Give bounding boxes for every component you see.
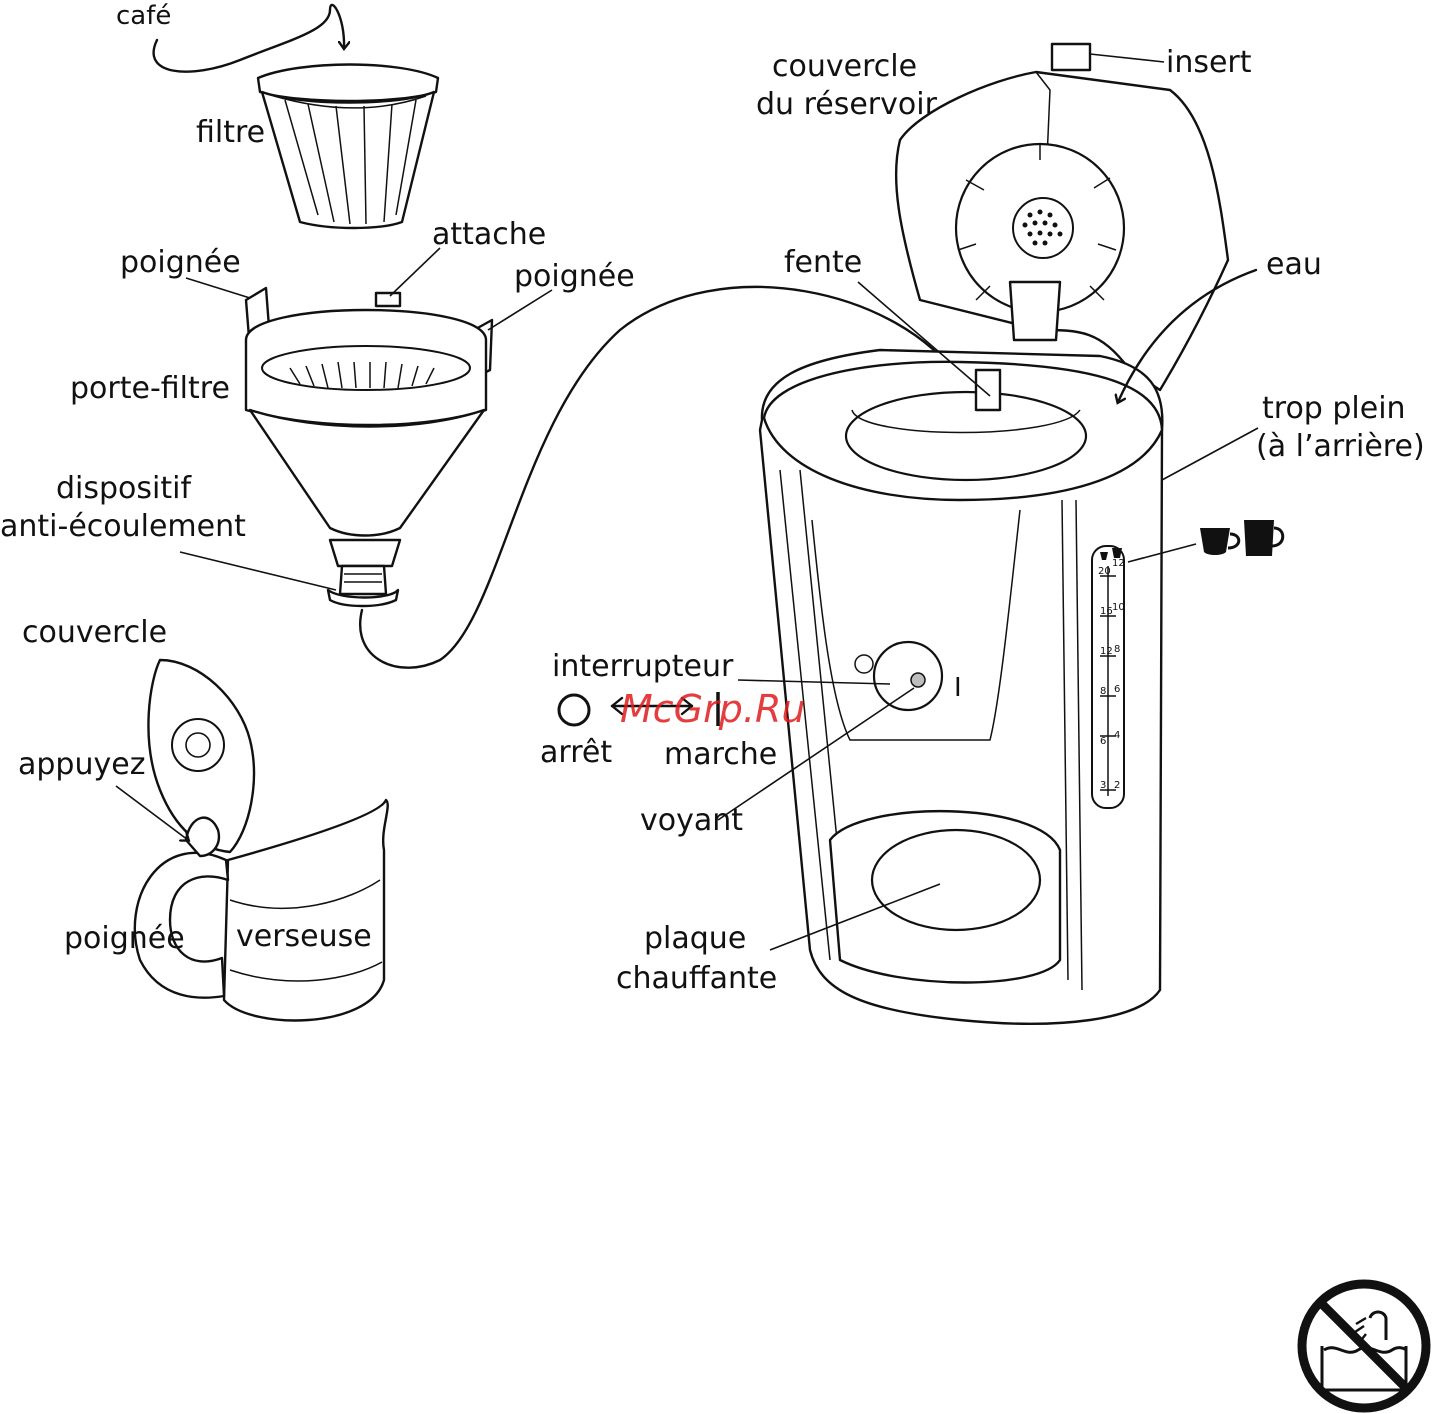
label-cafe: café [116,1,171,31]
scale-right-8: 8 [1114,644,1120,655]
carafe-illustration [135,660,388,1020]
label-couvercle-reservoir-2: du réservoir [756,87,938,122]
label-insert: insert [1166,45,1252,80]
label-trop-plein-2: (à l’arrière) [1256,429,1425,464]
label-poignee-carafe: poignée [64,921,185,956]
watermark: McGrp.Ru [620,687,805,731]
label-poignee-left: poignée [120,245,241,280]
label-trop-plein-1: trop plein [1262,391,1406,426]
label-arret: arrêt [540,735,612,770]
scale-left-16: 16 [1100,606,1113,617]
no-water-immersion-icon [1302,1284,1426,1408]
filter-illustration [258,65,438,229]
off-symbol [559,695,589,725]
label-couvercle: couvercle [22,615,167,650]
label-dispositif-2: anti-écoulement [0,509,246,544]
label-attache: attache [432,217,546,252]
coffee-maker-illustration [760,44,1228,1024]
scale-left-3: 3 [1100,780,1106,791]
label-filtre: filtre [196,115,265,150]
label-poignee-right: poignée [514,259,635,294]
cup-icon [1200,528,1239,555]
scale-right-4: 4 [1114,730,1120,741]
label-interrupteur: interrupteur [552,649,734,684]
scale-left-8: 8 [1100,686,1106,697]
label-verseuse: verseuse [236,919,372,954]
scale-right-12: 12 [1112,558,1125,569]
cafe-arrow [154,5,344,72]
label-plaque-2: chauffante [616,961,777,996]
label-eau: eau [1266,247,1322,282]
switch-on-mark: I [954,673,962,703]
scale-left-6: 6 [1100,736,1106,747]
label-couvercle-reservoir-1: couvercle [772,49,917,84]
scale-left-12: 12 [1100,646,1113,657]
scale-right-6: 6 [1114,684,1120,695]
label-dispositif-1: dispositif [56,471,192,506]
label-plaque-1: plaque [644,921,746,956]
label-marche: marche [664,737,777,772]
label-fente: fente [784,245,862,280]
filter-holder-illustration [246,288,492,606]
label-appuyez: appuyez [18,747,145,782]
mug-icon [1244,520,1283,556]
scale-right-2: 2 [1114,780,1120,791]
label-voyant: voyant [640,803,743,838]
scale-left-20: 20 [1098,566,1111,577]
scale-right-10: 10 [1112,602,1125,613]
label-porte-filtre: porte-filtre [70,371,230,406]
